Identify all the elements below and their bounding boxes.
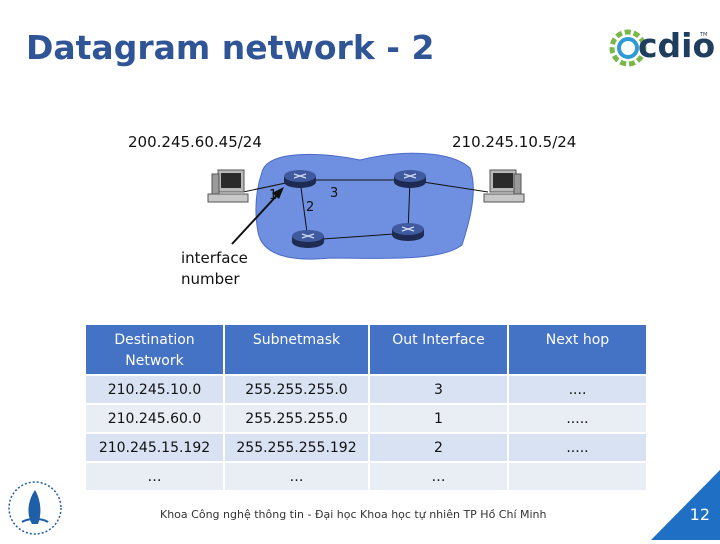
left-host-address: 200.245.60.45/24 <box>128 133 262 151</box>
interface-label-1: 1 <box>269 188 278 203</box>
university-seal-icon <box>8 481 62 535</box>
table-row: … … … <box>86 463 646 490</box>
table-row: 210.245.60.0 255.255.255.0 1 ..... <box>86 405 646 432</box>
slide-title: Datagram network - 2 <box>26 28 435 67</box>
routing-table: Destination Network Subnetmask Out Inter… <box>84 323 648 492</box>
link-bottom <box>307 232 409 241</box>
cell-out-interface: 3 <box>370 376 507 403</box>
logo-text: cdio <box>638 26 716 65</box>
header-out-interface: Out Interface <box>370 325 507 374</box>
computer-icon <box>207 169 249 203</box>
cell-destination: … <box>86 463 223 490</box>
cell-destination: 210.245.15.192 <box>86 434 223 461</box>
cdio-logo-icon <box>609 29 647 67</box>
router-icon <box>392 223 424 241</box>
cell-out-interface: 2 <box>370 434 507 461</box>
cell-subnetmask: … <box>225 463 368 490</box>
header-subnetmask: Subnetmask <box>225 325 368 374</box>
right-host-address: 210.245.10.5/24 <box>452 133 577 151</box>
interface-note-line1: interface <box>181 249 248 267</box>
logo-trademark: TM <box>700 32 708 38</box>
router-icon <box>394 170 426 188</box>
cdio-logo: cdio TM <box>608 20 715 80</box>
network-cloud <box>255 152 474 260</box>
header-destination-network: Destination Network <box>86 325 223 374</box>
interface-label-3: 3 <box>330 186 339 201</box>
page-number-badge: 12 <box>651 470 720 540</box>
router-icon <box>292 230 324 248</box>
cell-subnetmask: 255.255.255.0 <box>225 405 368 432</box>
cell-subnetmask: 255.255.255.0 <box>225 376 368 403</box>
computer-icon <box>483 169 525 203</box>
interface-arrow-head <box>272 187 284 199</box>
cell-destination: 210.245.60.0 <box>86 405 223 432</box>
page-number: 12 <box>689 505 710 524</box>
table-row: 210.245.10.0 255.255.255.0 3 .... <box>86 376 646 403</box>
cell-out-interface: … <box>370 463 507 490</box>
cell-next-hop <box>509 463 646 490</box>
router-icon <box>284 170 316 188</box>
interface-note-line2: number <box>181 270 240 288</box>
interface-arrow <box>231 191 281 245</box>
routing-table-header: Destination Network Subnetmask Out Inter… <box>86 325 646 374</box>
interface-number-note: interface number <box>181 248 248 290</box>
header-next-hop: Next hop <box>509 325 646 374</box>
cell-out-interface: 1 <box>370 405 507 432</box>
interface-label-2: 2 <box>306 200 315 215</box>
link-left-vertical <box>299 179 309 241</box>
table-row: 210.245.15.192 255.255.255.192 2 ..... <box>86 434 646 461</box>
cell-next-hop: .... <box>509 376 646 403</box>
cell-next-hop: ..... <box>509 434 646 461</box>
network-diagram <box>207 152 525 260</box>
cell-next-hop: ..... <box>509 405 646 432</box>
page-badge-shape <box>651 470 720 540</box>
footer-text: Khoa Công nghệ thông tin - Đại học Khoa … <box>160 508 547 521</box>
cell-destination: 210.245.10.0 <box>86 376 223 403</box>
cell-subnetmask: 255.255.255.192 <box>225 434 368 461</box>
